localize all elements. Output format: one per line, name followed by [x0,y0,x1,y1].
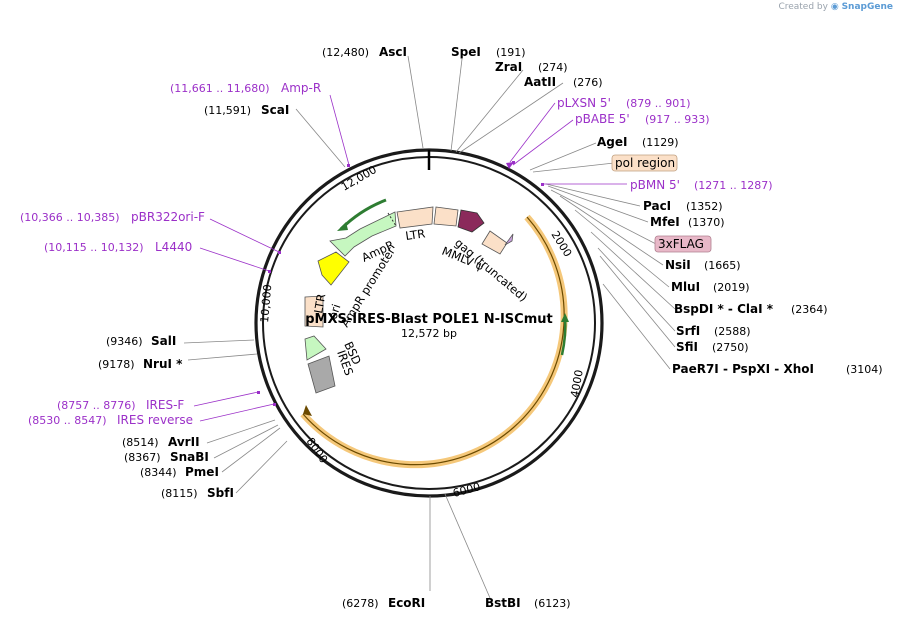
enzyme-pos: (1665) [704,259,741,272]
enzyme-pos: (6278) [342,597,379,610]
ampr-promoter-feature [387,212,397,227]
enzyme-pos: (9346) [106,335,143,348]
ltr-top-label: LTR [404,226,426,243]
enzyme-pos: (276) [573,76,603,89]
credit-prefix: Created by [778,2,828,12]
enzyme-name[interactable]: SrfI [676,324,700,338]
primer-name[interactable]: pBABE 5' [575,112,630,126]
enzyme-pos: (6123) [534,597,571,610]
enzyme-pos: (191) [496,46,526,59]
ires-feature [307,355,336,394]
enzyme-pos: (2750) [712,341,749,354]
primer-name[interactable]: pLXSN 5' [557,96,611,110]
primer-pos: (11,661 .. 11,680) [170,82,270,95]
enzyme-name[interactable]: EcoRI [388,596,425,610]
enzyme-name[interactable]: AscI [379,45,407,59]
primer-pos: (917 .. 933) [645,113,710,126]
enzyme-name[interactable]: AvrII [168,435,200,449]
enzyme-name[interactable]: ZraI [495,60,522,74]
tick-12000: 12,000 [339,163,379,194]
enzyme-pos: (3104) [846,363,883,376]
ampr-feature [329,211,397,257]
primer-name[interactable]: Amp-R [281,81,321,95]
ampr-orf-head [337,222,348,231]
enzyme-pos: (12,480) [322,46,369,59]
enzyme-name[interactable]: SfiI [676,340,698,354]
enzyme-pos: (1370) [688,216,725,229]
insert-arc-line [302,216,565,466]
primer-pos: (879 .. 901) [626,97,691,110]
enzyme-pos: (2364) [791,303,828,316]
flag-feature [504,233,514,246]
pbabe-arrow-icon [506,162,514,169]
ltr-left-feature [304,295,324,328]
orf-arrow-head [561,313,569,322]
enzyme-name[interactable]: NsiI [665,258,691,272]
primer-name[interactable]: pBMN 5' [630,178,680,192]
ltr-top-feature [396,206,434,229]
enzyme-labels: (12,480) AscI SpeI (191) ZraI (274) AatI… [98,45,883,610]
enzyme-pos: (2019) [713,281,750,294]
plasmid-name: pMXS-IRES-Blast POLE1 N-ISCmut [305,312,552,327]
enzyme-pos: (9178) [98,358,135,371]
mmlv-psi-feature [457,209,485,233]
enzyme-name[interactable]: SpeI [451,45,481,59]
leader-lines [183,55,676,599]
plasmid-size: 12,572 bp [401,327,457,340]
enzyme-name[interactable]: BspDI * - ClaI * [674,302,774,316]
tick-6000: 6000 [451,480,481,500]
enzyme-name[interactable]: AatII [524,75,556,89]
credit-brand: SnapGene [841,2,893,12]
enzyme-pos: (8367) [124,451,161,464]
enzyme-name[interactable]: MluI [671,280,700,294]
pol-region-box[interactable] [611,154,678,172]
enzyme-pos: (1352) [686,200,723,213]
enzyme-name[interactable]: PacI [643,199,671,213]
enzyme-name[interactable]: MfeI [650,215,680,229]
primer-name[interactable]: pBR322ori-F [131,210,205,224]
primer-name[interactable]: IRES-F [146,398,184,412]
flag-box[interactable] [654,235,712,253]
tick-10000: 10,000 [258,284,274,323]
enzyme-name[interactable]: BstBI [485,596,521,610]
enzyme-pos: (11,591) [204,104,251,117]
enzyme-pos: (8115) [161,487,198,500]
primer-pos: (10,366 .. 10,385) [20,211,120,224]
enzyme-name[interactable]: ScaI [261,103,289,117]
enzyme-name[interactable]: AgeI [597,135,627,149]
gag-truncated-feature [481,230,508,255]
primer-pos: (10,115 .. 10,132) [44,241,144,254]
primer-name[interactable]: L4440 [155,240,192,254]
enzyme-pos: (8344) [140,466,177,479]
tick-4000: 4000 [568,369,586,399]
snapgene-credit: Created by ◉ SnapGene [778,2,893,12]
ori-feature [317,251,350,286]
enzyme-name[interactable]: SbfI [207,486,234,500]
primer-name[interactable]: IRES reverse [117,413,193,427]
enzyme-name[interactable]: SalI [151,334,176,348]
primer-leader-lines [193,94,627,422]
gag-feature [433,206,459,227]
primer-pos: (1271 .. 1287) [694,179,773,192]
enzyme-name[interactable]: SnaBI [170,450,209,464]
enzyme-name[interactable]: PaeR7I - PspXI - XhoI [672,362,814,376]
snapgene-logo-icon: ◉ [830,2,839,12]
bsd-feature [304,335,327,361]
enzyme-name[interactable]: NruI * [143,357,183,371]
ori-label: ori [326,302,344,321]
enzyme-pos: (2588) [714,325,751,338]
ltr-left-label: LTR [311,293,328,315]
insert-arc-head [303,405,312,416]
enzyme-pos: (274) [538,61,568,74]
enzyme-pos: (8514) [122,436,159,449]
enzyme-pos: (1129) [642,136,679,149]
insert-arc [300,214,568,469]
primer-pos: (8530 .. 8547) [28,414,107,427]
primer-labels: (11,661 .. 11,680) Amp-R pLXSN 5' (879 .… [20,81,773,427]
flag-label: 3xFLAG [658,237,704,251]
primer-pos: (8757 .. 8776) [57,399,136,412]
pol-region-label: pol region [615,156,675,170]
enzyme-name[interactable]: PmeI [185,465,219,479]
